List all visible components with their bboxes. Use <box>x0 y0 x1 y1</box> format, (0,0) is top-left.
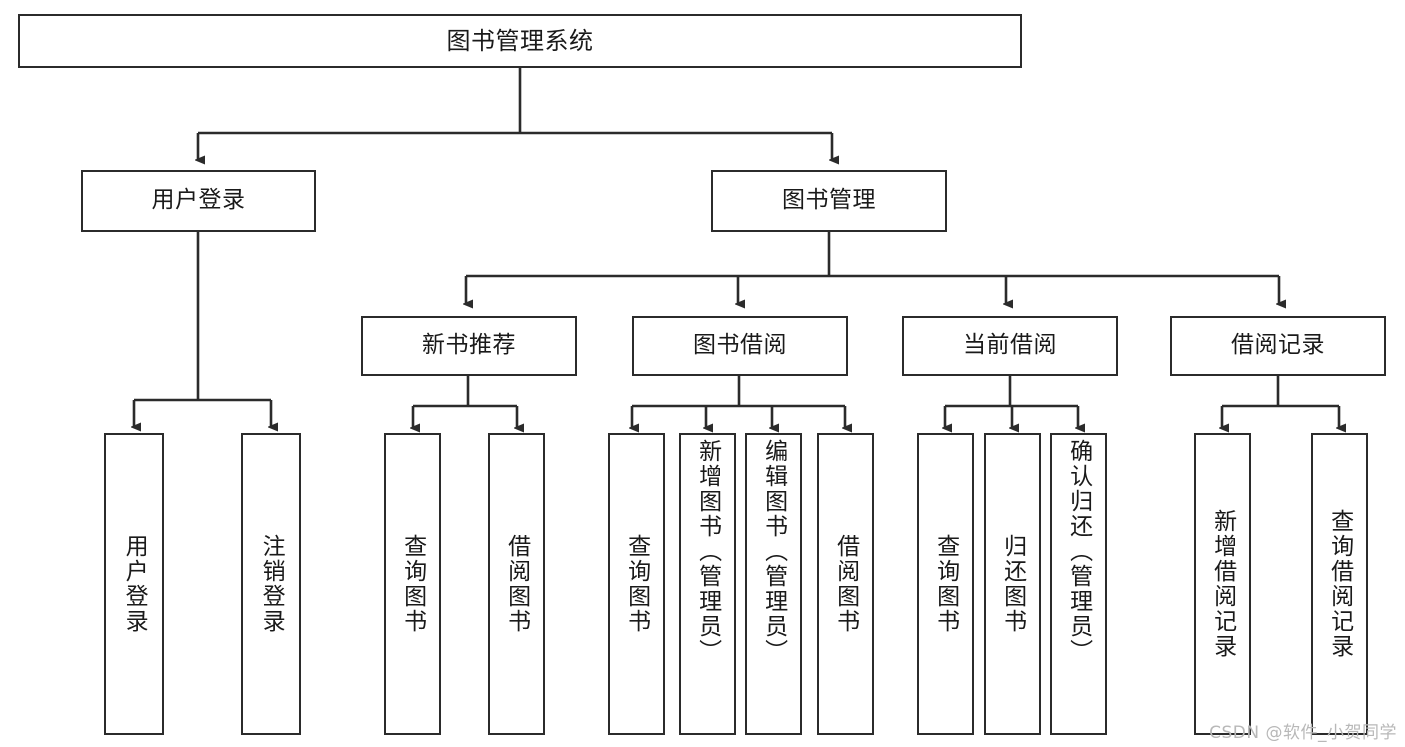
node-label: 确认归还（管理员） <box>1065 439 1092 664</box>
node-label: 借阅图书 <box>503 534 530 634</box>
node-current-borrow[interactable]: 当前借阅 <box>902 316 1118 376</box>
node-label: 编辑图书（管理员） <box>760 439 787 664</box>
node-new-book-recommend[interactable]: 新书推荐 <box>361 316 577 376</box>
node-label: 借阅图书 <box>832 534 859 634</box>
node-leaf-user-login[interactable]: 用户登录 <box>104 433 164 735</box>
node-leaf-query-book-1[interactable]: 查询图书 <box>384 433 441 735</box>
node-leaf-confirm-return[interactable]: 确认归还（管理员） <box>1050 433 1107 735</box>
node-label: 归还图书 <box>999 534 1026 634</box>
node-label: 图书借阅 <box>693 332 787 359</box>
node-label: 新增借阅记录 <box>1209 509 1236 659</box>
node-label: 当前借阅 <box>963 332 1057 359</box>
node-label: 查询图书 <box>932 534 959 634</box>
node-label: 新书推荐 <box>422 332 516 359</box>
node-label: 查询图书 <box>623 534 650 634</box>
node-leaf-query-book-2[interactable]: 查询图书 <box>608 433 665 735</box>
watermark-text: CSDN @软件_小贺同学 <box>1209 723 1397 743</box>
node-book-borrow[interactable]: 图书借阅 <box>632 316 848 376</box>
node-leaf-user-logout[interactable]: 注销登录 <box>241 433 301 735</box>
node-label: 图书管理 <box>782 187 876 214</box>
node-leaf-query-book-3[interactable]: 查询图书 <box>917 433 974 735</box>
node-label: 查询借阅记录 <box>1326 509 1353 659</box>
node-label: 注销登录 <box>258 534 285 634</box>
node-leaf-borrow-book-2[interactable]: 借阅图书 <box>817 433 874 735</box>
node-book-manage[interactable]: 图书管理 <box>711 170 947 232</box>
node-leaf-borrow-book-1[interactable]: 借阅图书 <box>488 433 545 735</box>
node-label: 查询图书 <box>399 534 426 634</box>
node-label: 新增图书（管理员） <box>694 439 721 664</box>
node-borrow-record[interactable]: 借阅记录 <box>1170 316 1386 376</box>
node-user-login[interactable]: 用户登录 <box>81 170 316 232</box>
node-label: 图书管理系统 <box>446 26 594 55</box>
node-label: 借阅记录 <box>1231 332 1325 359</box>
node-leaf-return-book[interactable]: 归还图书 <box>984 433 1041 735</box>
node-root-system[interactable]: 图书管理系统 <box>18 14 1022 68</box>
node-leaf-add-book[interactable]: 新增图书（管理员） <box>679 433 736 735</box>
node-label: 用户登录 <box>151 187 246 214</box>
node-leaf-edit-book[interactable]: 编辑图书（管理员） <box>745 433 802 735</box>
node-leaf-add-record[interactable]: 新增借阅记录 <box>1194 433 1251 735</box>
node-label: 用户登录 <box>121 534 148 634</box>
node-leaf-query-record[interactable]: 查询借阅记录 <box>1311 433 1368 735</box>
